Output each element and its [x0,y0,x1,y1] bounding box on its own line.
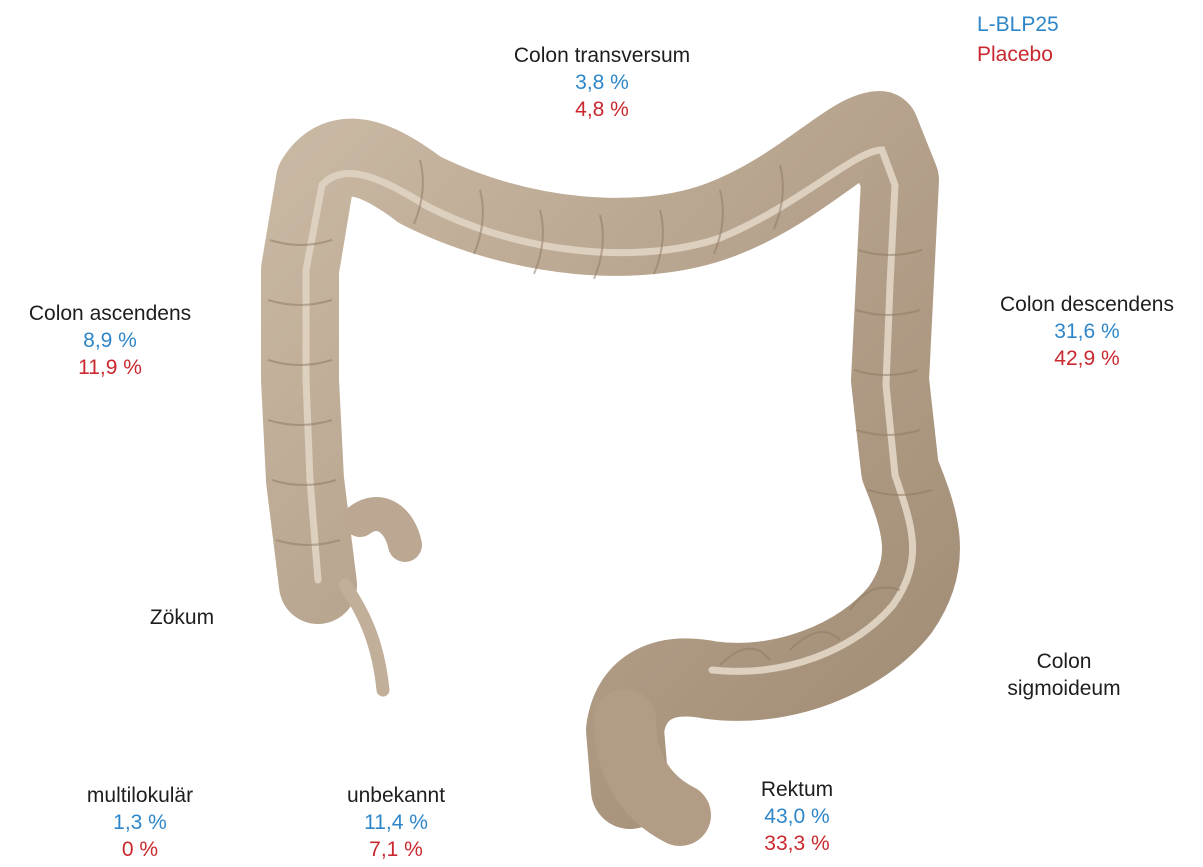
label-multilokulaer: multilokulär 1,3 % 0 % [87,782,193,863]
label-unbekannt: unbekannt 11,4 % 7,1 % [347,782,445,863]
legend-placebo: Placebo [977,40,1059,70]
label-colon-sigmoideum: Colon sigmoideum [1007,648,1120,702]
ileum-stub [360,514,405,545]
label-colon-transversum: Colon transversum 3,8 % 4,8 % [514,42,690,123]
label-colon-descendens: Colon descendens 31,6 % 42,9 % [1000,291,1174,372]
label-colon-ascendens: Colon ascendens 8,9 % 11,9 % [29,300,191,381]
legend: L-BLP25 Placebo [977,10,1059,70]
rectum-end [625,720,680,815]
legend-l-blp25: L-BLP25 [977,10,1059,40]
colon-body [300,130,921,790]
label-rektum: Rektum 43,0 % 33,3 % [761,776,833,857]
label-zoekum: Zökum [150,604,214,631]
appendix [345,585,383,690]
